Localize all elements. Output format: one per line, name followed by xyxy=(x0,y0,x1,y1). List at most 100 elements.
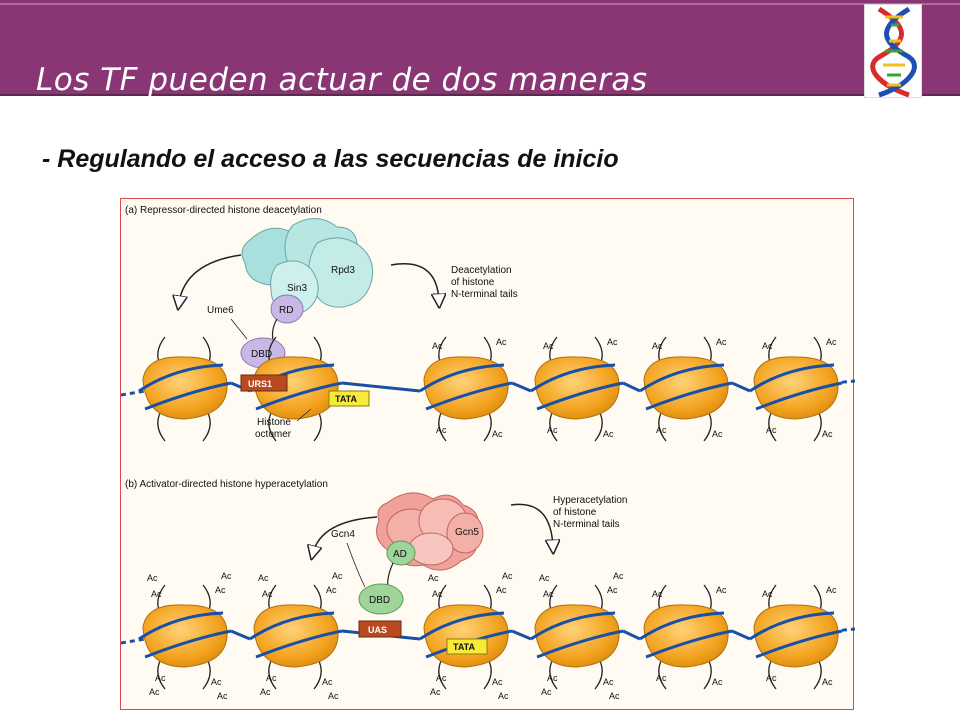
acetyl-label: Ac xyxy=(762,589,773,599)
tata-box-b xyxy=(446,638,488,655)
slide-title: Los TF pueden actuar de dos maneras xyxy=(36,62,648,96)
acetyl-label: Ac xyxy=(221,571,232,581)
dna-linker xyxy=(341,381,421,393)
acetyl-label: Ac xyxy=(498,691,509,701)
acetyl-label: Ac xyxy=(432,341,443,351)
tata-label-a: TATA xyxy=(335,394,357,404)
acetyl-label: Ac xyxy=(603,429,614,439)
dna-dashed-end xyxy=(121,389,146,397)
slide-header: Los TF pueden actuar de dos maneras xyxy=(0,0,960,96)
acetyl-label: Ac xyxy=(547,673,558,683)
acetyl-label: Ac xyxy=(613,571,624,581)
acetyl-label: Ac xyxy=(607,585,618,595)
acetyl-label: Ac xyxy=(436,425,447,435)
uas-site xyxy=(358,620,402,638)
dna-dashed-end xyxy=(121,637,146,645)
activator-complex: Gcn5 AD DBD Gcn4 xyxy=(331,492,484,615)
acetyl-label: Ac xyxy=(716,585,727,595)
acetyl-label: Ac xyxy=(215,585,226,595)
histone-label-line1: Histone xyxy=(257,417,291,428)
histone-acetylation-figure: (a) Repressor-directed histone deacetyla… xyxy=(120,198,855,710)
dna-wrap xyxy=(249,611,343,659)
acetyl-label: Ac xyxy=(603,677,614,687)
acetyl-label: Ac xyxy=(547,425,558,435)
dna-wrap xyxy=(639,611,733,659)
panel-a-caption: (a) Repressor-directed histone deacetyla… xyxy=(125,205,322,216)
sin3-label: Sin3 xyxy=(287,283,307,294)
acetyl-label: Ac xyxy=(716,337,727,347)
acetyl-label: Ac xyxy=(543,341,554,351)
dna-linker xyxy=(622,629,641,641)
deacetylation-label-line2: of histone xyxy=(451,277,495,288)
acetyl-label: Ac xyxy=(539,573,550,583)
acetyl-label: Ac xyxy=(492,677,503,687)
acetyl-label: Ac xyxy=(147,573,158,583)
header-rule xyxy=(0,3,960,5)
acetyl-label: Ac xyxy=(149,687,160,697)
ume6-label: Ume6 xyxy=(207,305,234,316)
dna-wrap xyxy=(749,363,843,411)
acetyl-label: Ac xyxy=(826,585,837,595)
hyperacetylation-label-line1: Hyperacetylation xyxy=(553,495,627,506)
dna-wrap xyxy=(419,363,513,411)
ad-label: AD xyxy=(393,549,407,560)
deacetylation-label-line3: N-terminal tails xyxy=(451,289,518,300)
dna-wrap xyxy=(530,611,624,659)
urs1-site xyxy=(240,374,288,392)
dna-linker xyxy=(622,381,641,393)
deacetylation-arrow-left xyxy=(179,254,242,303)
acetyl-label: Ac xyxy=(328,691,339,701)
tata-label-b: TATA xyxy=(453,642,475,652)
acetyl-label: Ac xyxy=(656,673,667,683)
acetyl-label: Ac xyxy=(652,341,663,351)
acetyl-label: Ac xyxy=(151,589,162,599)
hyperacetylation-arrow-right xyxy=(510,503,553,547)
acetyl-label: Ac xyxy=(652,589,663,599)
acetyl-label: Ac xyxy=(541,687,552,697)
acetyl-label: Ac xyxy=(496,337,507,347)
gcn4-label: Gcn4 xyxy=(331,529,355,540)
urs1-label: URS1 xyxy=(248,379,272,389)
hyperacetylation-label-line2: of histone xyxy=(553,507,597,518)
rd-label: RD xyxy=(279,305,293,316)
acetyl-label: Ac xyxy=(217,691,228,701)
acetyl-label: Ac xyxy=(543,589,554,599)
acetyl-label: Ac xyxy=(492,429,503,439)
acetyl-label: Ac xyxy=(258,573,269,583)
acetyl-label: Ac xyxy=(266,673,277,683)
panel-b-caption: (b) Activator-directed histone hyperacet… xyxy=(125,479,328,490)
dna-wrap xyxy=(749,611,843,659)
acetyl-label: Ac xyxy=(430,687,441,697)
dna-linker xyxy=(230,629,251,641)
acetyl-label: Ac xyxy=(332,571,343,581)
acetyl-label: Ac xyxy=(762,341,773,351)
dna-wrap xyxy=(639,363,733,411)
dna-wrap xyxy=(138,363,232,411)
rpd3-label: Rpd3 xyxy=(331,265,355,276)
acetyl-label: Ac xyxy=(712,429,723,439)
acetyl-label: Ac xyxy=(822,677,833,687)
dbd-label-a: DBD xyxy=(251,349,272,360)
dna-linker xyxy=(731,381,751,393)
acetyl-label: Ac xyxy=(656,425,667,435)
histone-label-line2: octomer xyxy=(255,429,292,440)
acetyl-label: Ac xyxy=(155,673,166,683)
dna-wrap xyxy=(530,363,624,411)
acetyl-label: Ac xyxy=(822,429,833,439)
acetyl-label: Ac xyxy=(766,425,777,435)
deacetylation-label-line1: Deacetylation xyxy=(451,265,512,276)
acetyl-label: Ac xyxy=(432,589,443,599)
acetyl-label: Ac xyxy=(712,677,723,687)
acetyl-label: Ac xyxy=(262,589,273,599)
acetyl-label: Ac xyxy=(496,585,507,595)
repressor-complex: Rpd3 Sin3 RD DBD Ume6 xyxy=(207,218,374,369)
dna-linker xyxy=(731,629,751,641)
slide-subtitle: - Regulando el acceso a las secuencias d… xyxy=(42,145,619,173)
uas-label: UAS xyxy=(368,625,387,635)
acetyl-label: Ac xyxy=(826,337,837,347)
dna-linker xyxy=(511,629,532,641)
hyperacetylation-arrow-left xyxy=(313,516,378,553)
acetyl-label: Ac xyxy=(436,673,447,683)
